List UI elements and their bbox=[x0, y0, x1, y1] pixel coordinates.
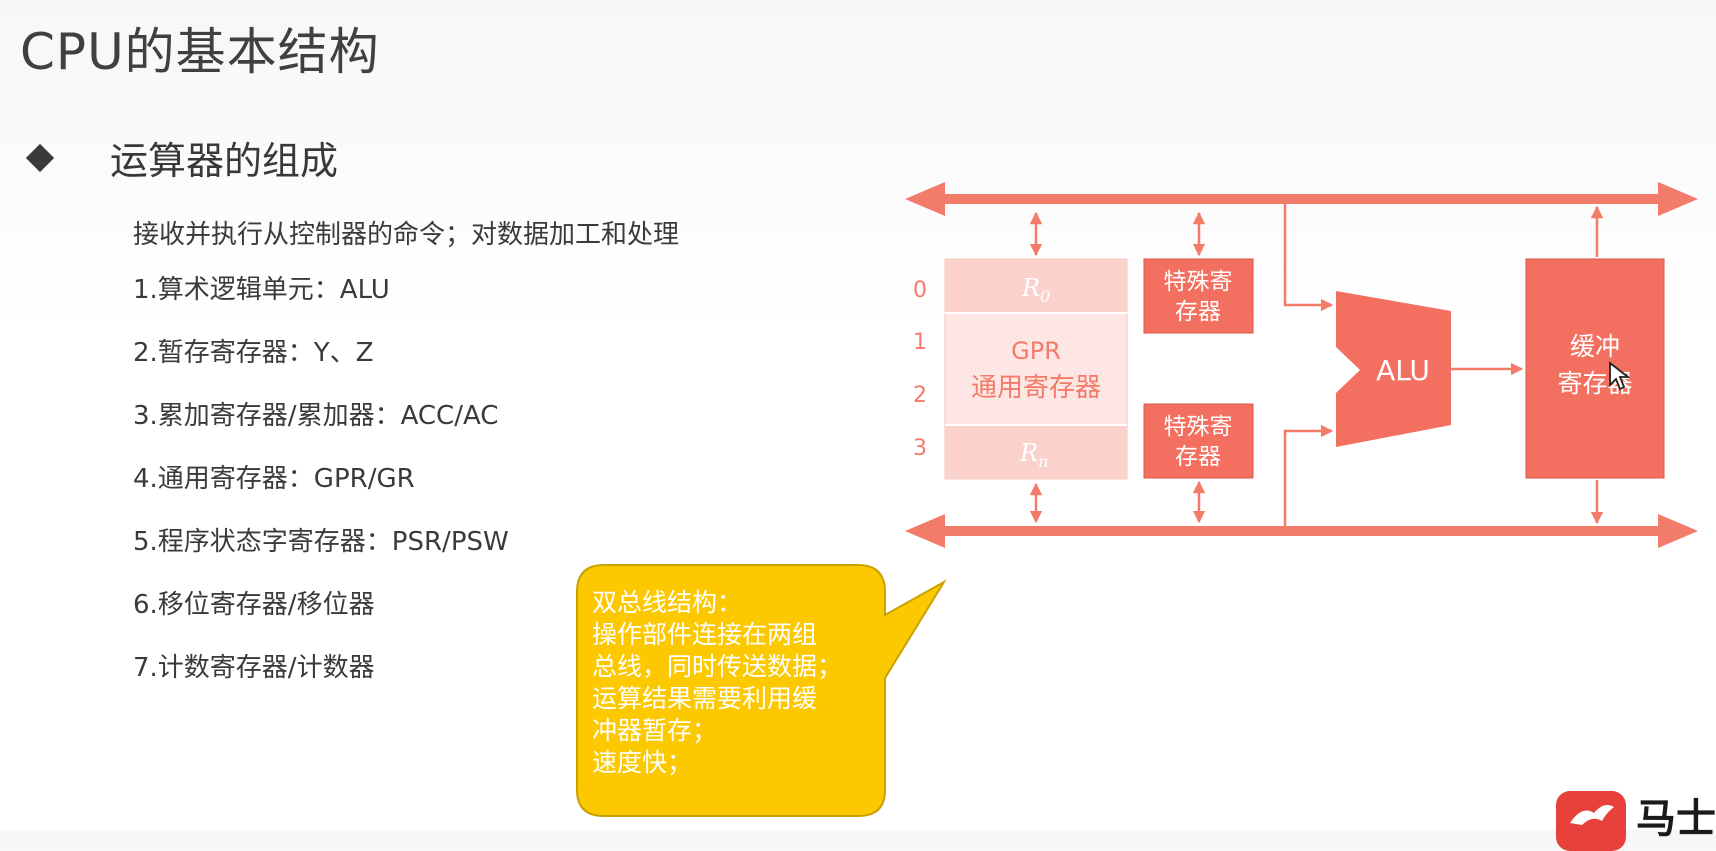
special-register-bottom-label-2: 存器 bbox=[1175, 444, 1221, 470]
register-r0-label: R0 bbox=[1021, 274, 1050, 306]
section-heading: 运算器的组成 bbox=[22, 130, 338, 185]
brand-name: 马士 bbox=[1636, 796, 1716, 842]
register-index: 3 bbox=[913, 436, 927, 461]
dual-bus-diagram: R0 Rn GPR 通用寄存器 0 1 2 3 特殊寄 存器 特殊寄 存器 AL… bbox=[905, 182, 1698, 548]
section-description: 接收并执行从控制器的命令；对数据加工和处理 bbox=[133, 220, 680, 250]
callout-line: 操作部件连接在两组 bbox=[592, 620, 818, 649]
callout-line: 总线，同时传送数据； bbox=[592, 652, 843, 681]
list-item: 1.算术逻辑单元：ALU bbox=[133, 275, 390, 305]
callout-line: 速度快； bbox=[592, 748, 693, 777]
special-register-top bbox=[1143, 258, 1254, 334]
special-register-top-label: 特殊寄 bbox=[1164, 269, 1233, 295]
section-title: 运算器的组成 bbox=[110, 139, 339, 183]
register-index: 2 bbox=[913, 383, 927, 408]
buffer-register-label: 缓冲 bbox=[1570, 332, 1620, 361]
special-register-bottom-label: 特殊寄 bbox=[1164, 414, 1233, 440]
register-rn-label: Rn bbox=[1019, 439, 1048, 471]
callout-line: 冲器暂存； bbox=[592, 716, 718, 745]
alu-label: ALU bbox=[1376, 354, 1430, 387]
gpr-register-file bbox=[944, 258, 1128, 480]
list-item: 6.移位寄存器/移位器 bbox=[133, 590, 375, 620]
special-register-top-label-2: 存器 bbox=[1175, 299, 1221, 325]
bottom-bus bbox=[905, 514, 1698, 548]
component-list: 1.算术逻辑单元：ALU 2.暂存寄存器：Y、Z 3.累加寄存器/累加器：ACC… bbox=[133, 272, 509, 713]
list-item: 5.程序状态字寄存器：PSR/PSW bbox=[133, 527, 509, 557]
list-item: 3.累加寄存器/累加器：ACC/AC bbox=[133, 401, 499, 431]
callout-text: 双总线结构： 操作部件连接在两组 总线，同时传送数据； 运算结果需要利用缓 冲器… bbox=[592, 587, 892, 779]
list-item: 2.暂存寄存器：Y、Z bbox=[133, 338, 374, 368]
bus-connections bbox=[1029, 204, 1604, 526]
callout-bubble bbox=[576, 564, 947, 817]
callout-line: 运算结果需要利用缓 bbox=[592, 684, 818, 713]
buffer-register bbox=[1525, 258, 1665, 479]
gpr-label-cn: 通用寄存器 bbox=[971, 373, 1101, 403]
alu-unit bbox=[1336, 291, 1451, 447]
special-register-bottom bbox=[1143, 403, 1254, 479]
top-bus bbox=[905, 182, 1698, 216]
mouse-cursor-icon bbox=[1609, 361, 1630, 391]
register-index: 0 bbox=[913, 278, 927, 303]
callout-line: 双总线结构： bbox=[592, 588, 743, 617]
list-item: 7.计数寄存器/计数器 bbox=[133, 653, 375, 683]
slide-title: CPU的基本结构 bbox=[20, 23, 380, 81]
register-index: 1 bbox=[913, 330, 927, 355]
gpr-label: GPR bbox=[1011, 337, 1061, 365]
brand-logo-icon bbox=[1556, 791, 1626, 851]
list-item: 4.通用寄存器：GPR/GR bbox=[133, 464, 415, 494]
